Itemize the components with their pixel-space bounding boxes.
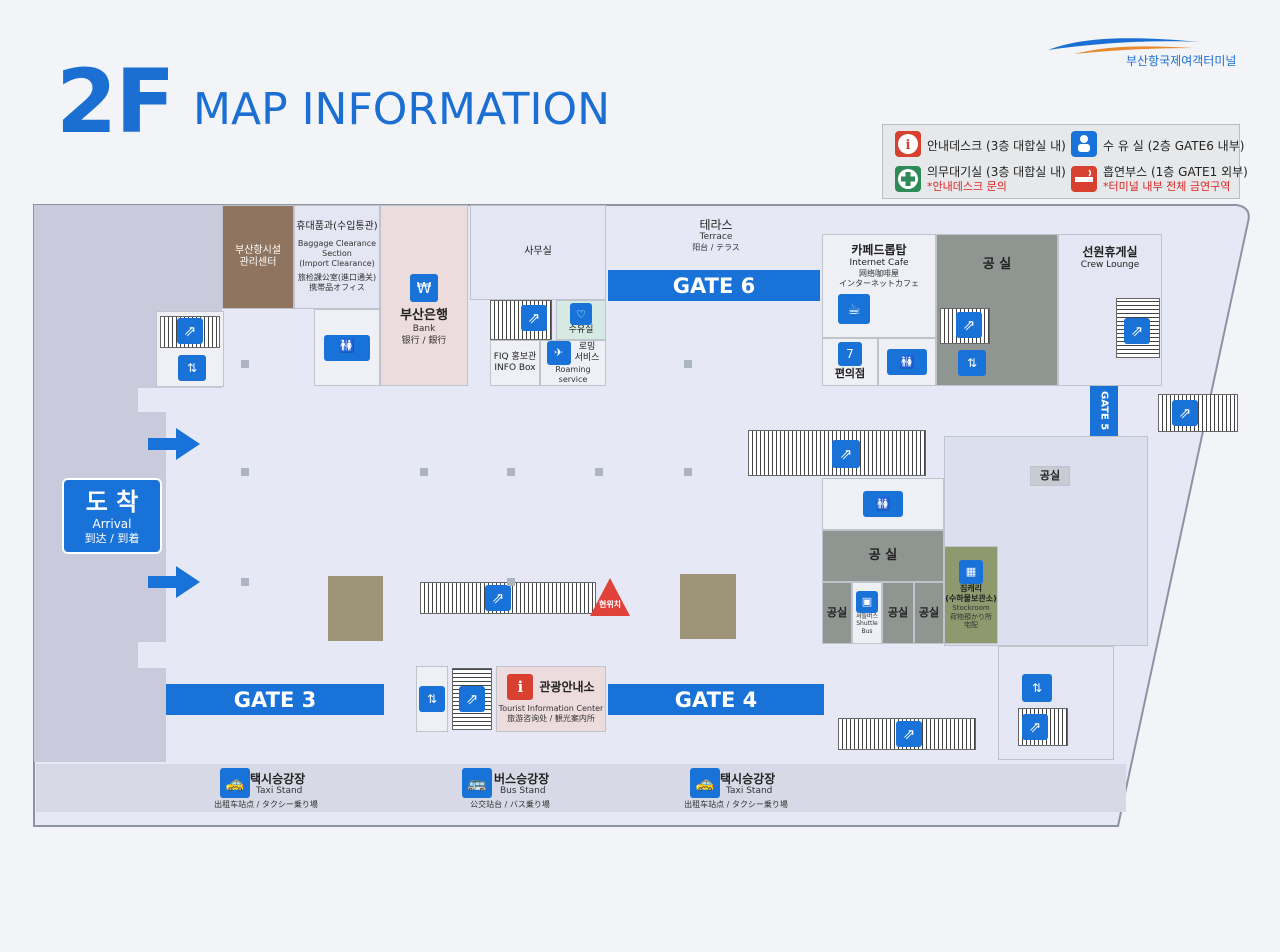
nursing-room-icon	[1071, 131, 1097, 157]
vacant-room-3: 공실	[822, 582, 852, 644]
floor-label: 2F	[56, 50, 175, 153]
legend-item-info: 안내데스크 (3층 대합실 내)	[927, 139, 1066, 153]
vacant-room-2: 공 실	[822, 530, 944, 582]
column-marker	[241, 360, 249, 368]
pillar-left	[328, 576, 383, 641]
luggage-icon: ▦	[959, 559, 983, 584]
terminal-logo	[1048, 38, 1200, 54]
gate-4: GATE 4	[608, 684, 824, 715]
tourist-info-header: i 관광안내소	[507, 674, 595, 700]
page-title: MAP INFORMATION	[193, 84, 611, 135]
stairs-gate5	[1158, 394, 1238, 432]
bus-stand-sub: 公交站台 / バス乗り場	[470, 800, 550, 809]
stairs-icon-5: ⇗	[1172, 400, 1198, 426]
column-marker	[507, 468, 515, 476]
you-are-here-marker	[590, 578, 630, 616]
stairs-icon-2: ⇗	[521, 305, 547, 331]
terrace-label: 테라스 Terrace 阳台 / テラス	[692, 218, 740, 253]
gate-6: GATE 6	[608, 270, 820, 301]
legend-note-smoking: *터미널 내부 전체 금연구역	[1103, 180, 1231, 193]
nursing-room: ♡ 수유실	[556, 300, 606, 340]
cafe-icon: ☕	[838, 294, 870, 324]
svg-text:i: i	[906, 138, 911, 153]
fiq-info-box: FIQ 홍보관 INFO Box	[490, 340, 540, 386]
info-icon: i	[507, 674, 534, 700]
escalator-icon-1: ⇗	[832, 440, 860, 468]
convenience-store-icon: 7	[838, 342, 862, 366]
elevator-icon-1: ⇅	[178, 355, 206, 381]
taxi-stand-1: 택시승강장 Taxi Stand	[250, 772, 306, 797]
legend-item-first-aid: 의무대기실 (3층 대합실 내)	[927, 165, 1066, 179]
office-room: 사무실	[470, 205, 606, 300]
smoking-booth-icon	[1071, 166, 1097, 192]
stairs-icon-4: ⇗	[1124, 318, 1150, 344]
elevator-icon-4: ⇅	[419, 686, 445, 712]
taxi-icon-1: 🚕	[220, 768, 250, 798]
escalator-right	[748, 430, 926, 476]
bank-icon: ₩	[410, 274, 438, 303]
roaming-service: ✈ 로밍 서비스 Roaming service	[540, 340, 606, 386]
taxi-stand-2-sub: 出租车站点 / タクシー乗り場	[684, 800, 788, 809]
first-aid-icon	[895, 166, 921, 192]
roaming-icon: ✈	[546, 341, 571, 365]
arrival-arrow-upper	[148, 428, 200, 460]
info-icon: i	[895, 131, 921, 157]
stairs-icon-7: ⇗	[459, 686, 485, 712]
elevator-lower: ⇅	[416, 666, 448, 732]
tourist-information-center: i 관광안내소 Tourist Information Center 旅游咨询处…	[496, 666, 606, 732]
taxi-stand-2: 택시승강장 Taxi Stand	[720, 772, 776, 797]
gate-5: GATE 5	[1090, 386, 1118, 436]
stairs-crew	[1116, 298, 1160, 358]
restroom-area-1: 🚻	[314, 309, 380, 386]
column-marker	[241, 578, 249, 586]
restroom-area-2: 🚻	[878, 338, 936, 386]
restroom-icon: 🚻	[324, 334, 370, 361]
taxi-icon-2: 🚕	[690, 768, 720, 798]
stairs-icon-1: ⇗	[177, 318, 203, 344]
taxi-stand-1-sub: 出租车站点 / タクシー乗り場	[214, 800, 318, 809]
stairs-icon-6: ⇗	[1022, 714, 1048, 740]
vacant-label-right: 공실	[1030, 466, 1070, 486]
vacant-room-5: 공실	[914, 582, 944, 644]
elevator-icon-2: ⇅	[958, 350, 986, 376]
stairs-icon-3: ⇗	[956, 312, 982, 338]
column-marker	[684, 360, 692, 368]
restroom-area-3: 🚻	[822, 478, 944, 530]
column-marker	[684, 468, 692, 476]
legend-note-first-aid: *안내데스크 문의	[927, 180, 1007, 193]
legend-box: i 안내데스크 (3층 대합실 내) 수 유 실 (2층 GATE6 내부) 의…	[882, 124, 1248, 199]
column-marker	[595, 468, 603, 476]
vacant-room-4: 공실	[882, 582, 914, 644]
you-are-here-label: 현위치	[598, 600, 622, 609]
brand-name: 부산항국제여객터미널	[1126, 54, 1237, 68]
escalator-icon-2: ⇗	[896, 721, 922, 747]
column-marker	[507, 578, 515, 586]
baggage-clearance-room: 휴대품과(수입통관) Baggage Clearance Section (Im…	[294, 205, 380, 309]
restroom-icon: 🚻	[863, 491, 903, 517]
pillar-right	[680, 574, 736, 639]
elevator-icon-3: ⇅	[1022, 674, 1052, 702]
bus-icon: 🚌	[462, 768, 492, 798]
legend-item-smoking: 흡연부스 (1층 GATE1 외부)	[1103, 165, 1248, 179]
restroom-icon: 🚻	[887, 349, 927, 375]
legend-item-nursing: 수 유 실 (2층 GATE6 내부)	[1103, 139, 1245, 153]
column-marker	[420, 468, 428, 476]
arrival-sign: 도 착 Arrival 到达 / 到着	[62, 478, 162, 554]
arrival-arrow-lower	[148, 566, 200, 598]
shuttle-bus-icon: ▣	[856, 590, 878, 613]
shuttle-bus-stop: ▣ 셔틀버스 Shuttle Bus	[852, 582, 882, 644]
gate-3: GATE 3	[166, 684, 384, 715]
stockroom: ▦ 짐캐리 (수하물보관소) Stockroom 荷物預かり所 宅配	[944, 546, 998, 644]
convenience-store: 7 편의점	[822, 338, 878, 386]
bus-stand: 버스승강장 Bus Stand	[494, 772, 550, 797]
column-marker	[241, 468, 249, 476]
nursing-room-icon: ♡	[570, 303, 592, 326]
bank-room: ₩ 부산은행 Bank 银行 / 銀行	[380, 205, 468, 386]
facility-center: 부산항시설 관리센터	[222, 205, 294, 309]
escalator-icon-3: ⇗	[485, 585, 511, 611]
